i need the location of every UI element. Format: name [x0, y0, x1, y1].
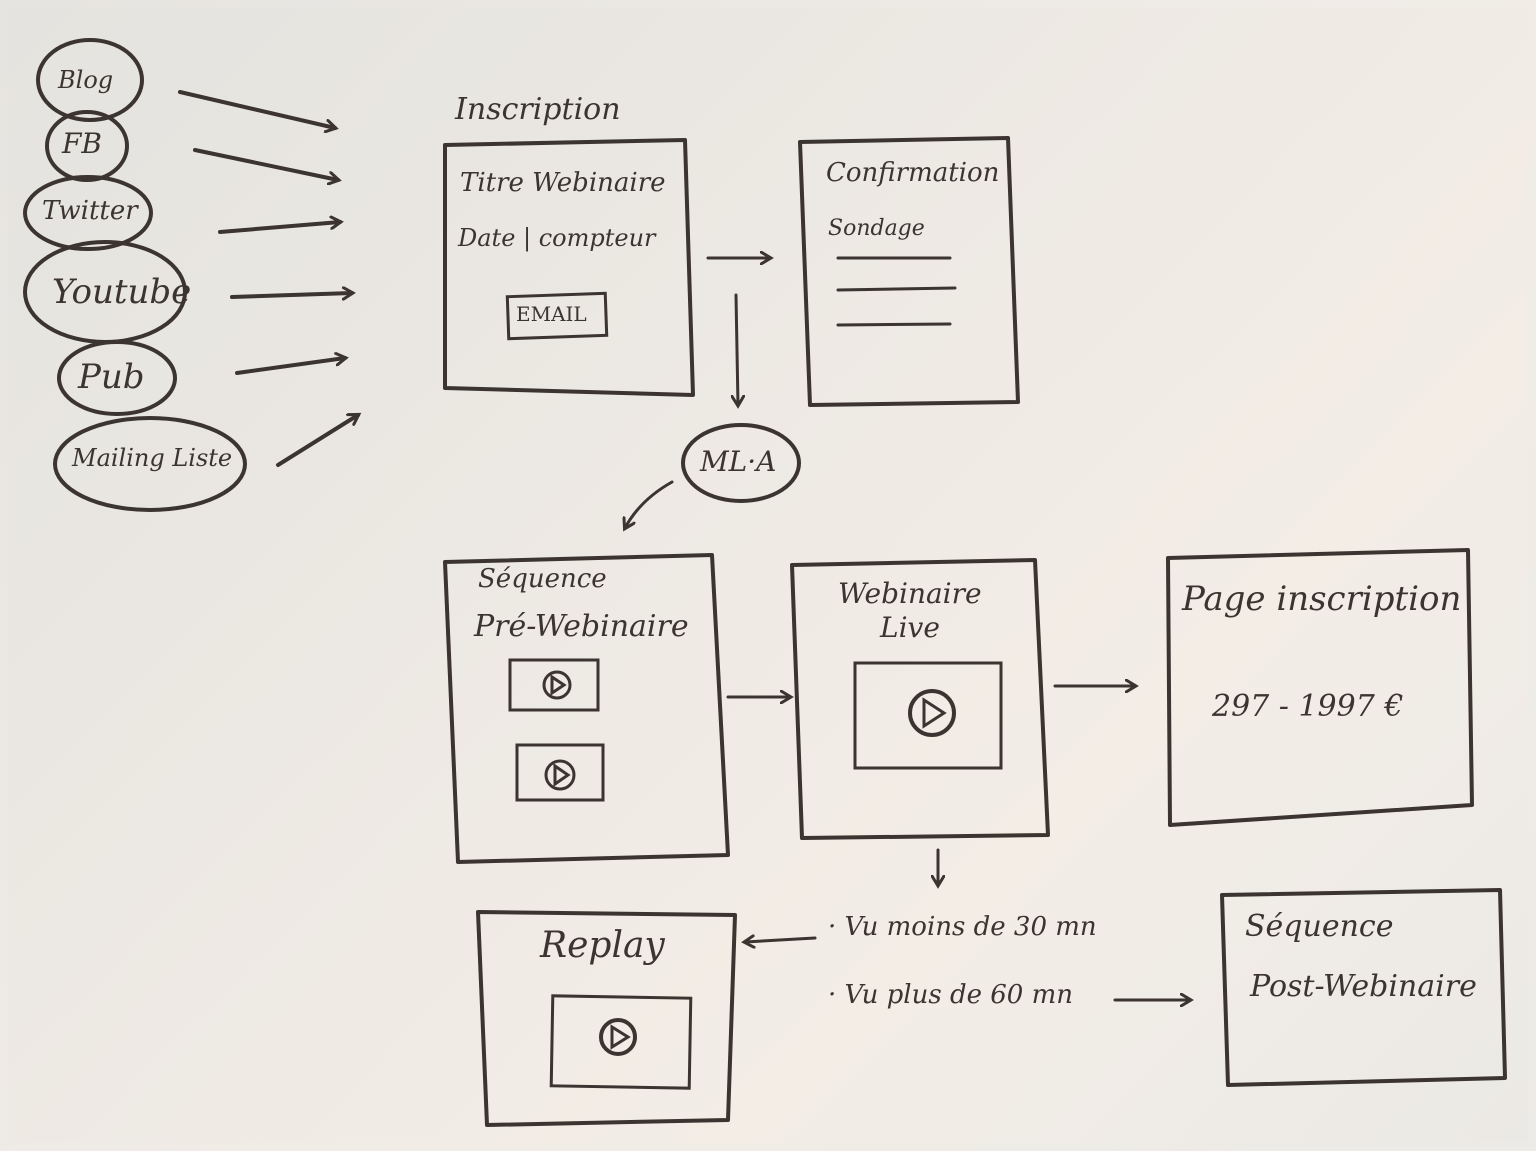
source-label-pub: Pub	[78, 357, 145, 397]
live-play-icon	[908, 689, 956, 737]
arrow-mailing-list	[276, 415, 358, 467]
post-webinar-line2: Post-Webinaire	[1250, 969, 1477, 1004]
page-inscription-box	[1166, 548, 1474, 827]
inscription-heading: Inscription	[455, 92, 621, 127]
replay-title: Replay	[540, 925, 665, 966]
survey-line-2	[836, 286, 957, 292]
arrow-mla-to-pre-webinar	[625, 480, 674, 528]
arrow-inscription-to-mla	[736, 293, 738, 405]
post-webinar-line1: Séquence	[1245, 909, 1394, 944]
live-webinar-line2: Live	[880, 611, 940, 644]
live-webinar-line1: Webinaire	[838, 577, 982, 610]
condition-less-than-30: · Vu moins de 30 mn	[828, 912, 1097, 942]
arrow-twitter	[218, 222, 340, 234]
inscription-date-counter: Date | compteur	[458, 224, 656, 252]
inscription-title-line: Titre Webinaire	[460, 168, 666, 198]
page-inscription-title: Page inscription	[1182, 579, 1462, 619]
email-button-outline	[505, 291, 609, 341]
arrow-pub	[235, 358, 345, 375]
source-node-blog	[36, 38, 144, 122]
pre-webinar-box	[443, 553, 730, 864]
arrow-youtube	[230, 293, 352, 297]
source-label-twitter: Twitter	[42, 196, 138, 226]
play-icon-1-triangle	[550, 674, 567, 696]
inscription-box	[443, 138, 695, 397]
replay-play-icon	[599, 1018, 637, 1056]
whiteboard	[8, 8, 1528, 1143]
mla-node	[681, 423, 801, 503]
play-icon-1	[542, 670, 572, 700]
pre-webinar-line2: Pré-Webinaire	[474, 609, 689, 644]
confirmation-title: Confirmation	[826, 158, 1000, 188]
survey-label: Sondage	[828, 216, 925, 241]
email-button: EMAIL	[516, 302, 587, 326]
source-label-youtube: Youtube	[52, 272, 192, 312]
pre-webinar-line1: Séquence	[478, 564, 607, 594]
page-inscription-price: 297 - 1997 €	[1212, 689, 1404, 724]
live-webinar-box	[790, 558, 1050, 840]
play-icon-2	[544, 759, 576, 791]
replay-play-icon-triangle	[610, 1024, 631, 1050]
mla-label: ML·A	[700, 445, 777, 478]
source-node-mailing-list	[53, 416, 247, 512]
survey-line-3	[836, 322, 952, 327]
confirmation-box	[798, 136, 1020, 407]
arrow-to-replay	[745, 938, 817, 942]
play-icon-2-triangle	[553, 763, 571, 787]
video-thumb-1	[508, 658, 600, 712]
post-webinar-box	[1220, 888, 1507, 1087]
arrow-fb	[193, 148, 338, 180]
source-label-fb: FB	[62, 127, 103, 160]
source-label-blog: Blog	[58, 66, 114, 94]
video-thumb-2	[515, 743, 605, 802]
arrow-blog	[178, 90, 335, 128]
live-video-frame	[853, 661, 1003, 770]
replay-video-frame	[549, 994, 693, 1090]
source-node-fb	[45, 110, 129, 182]
condition-more-than-60: · Vu plus de 60 mn	[828, 980, 1074, 1010]
live-play-icon-triangle	[922, 697, 947, 729]
source-node-twitter	[23, 175, 153, 251]
source-node-pub	[57, 340, 177, 416]
source-label-mailing-list: Mailing Liste	[72, 444, 233, 472]
replay-box	[476, 910, 737, 1127]
